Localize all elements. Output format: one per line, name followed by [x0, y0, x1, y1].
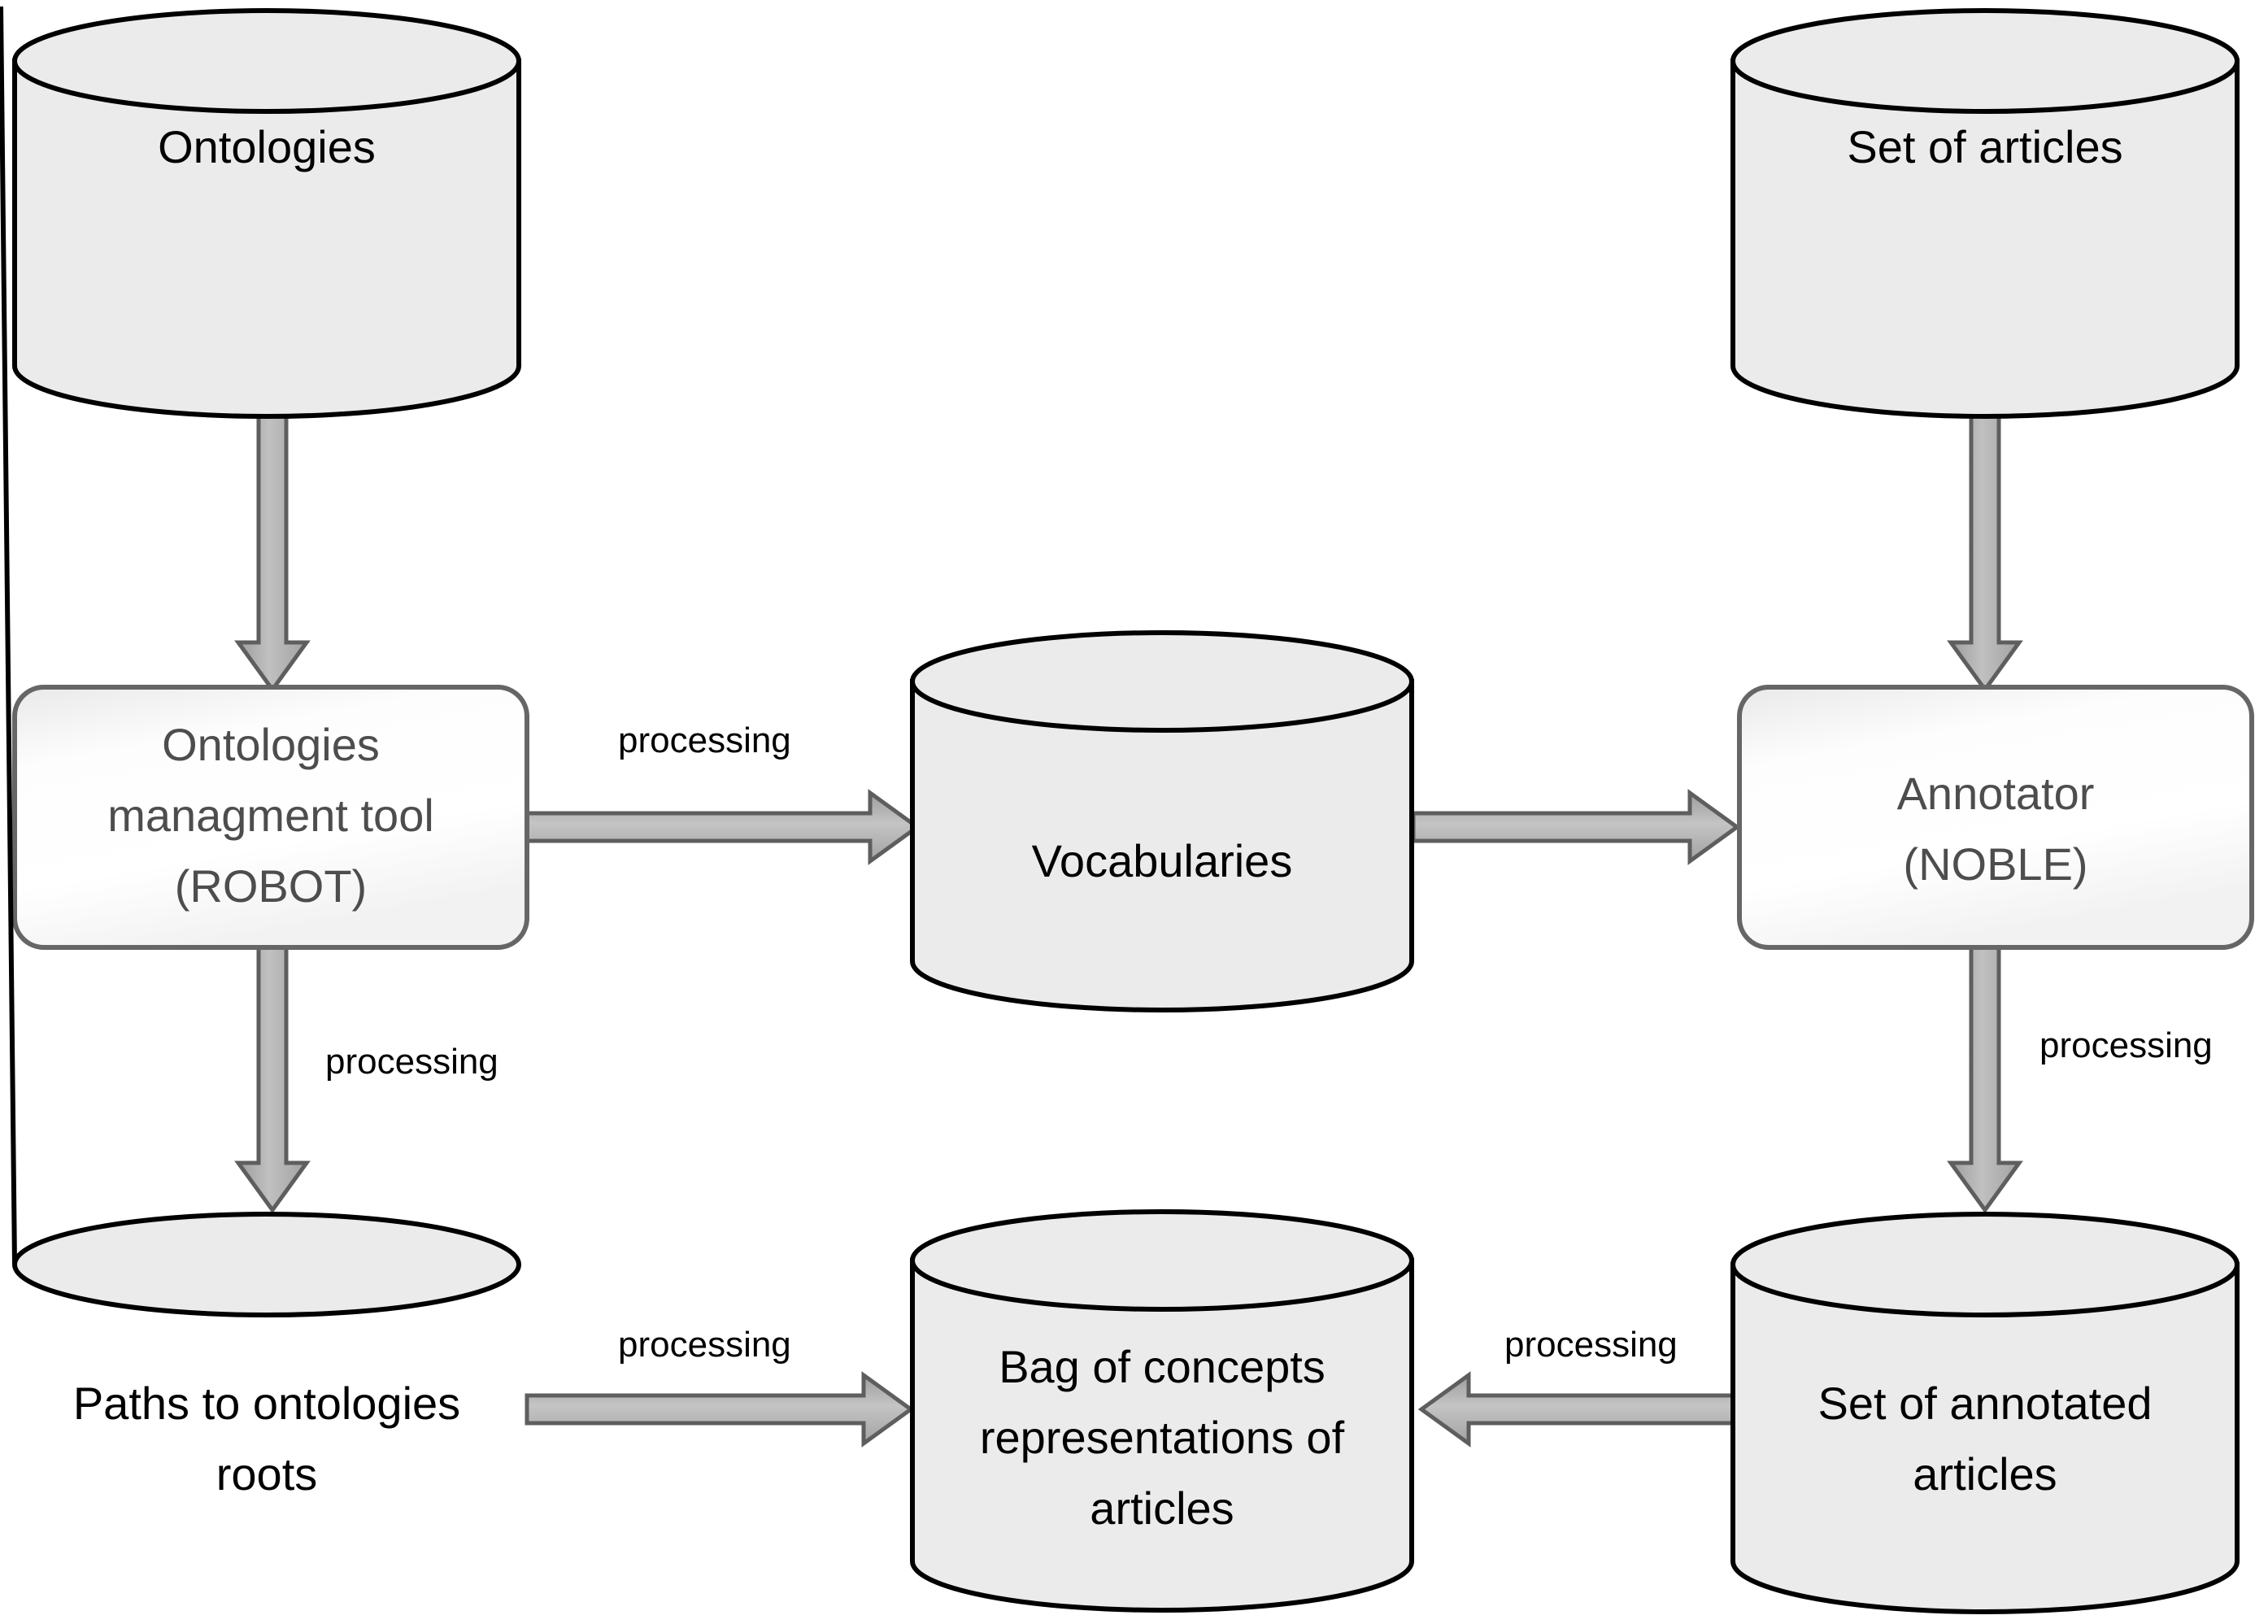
node-label-bag-line3: articles — [1090, 1482, 1234, 1534]
edge-label-paths-to-bag: processing — [618, 1325, 791, 1365]
node-annotator[interactable]: Annotator (NOBLE) — [1737, 685, 2254, 950]
node-label-robot-line2: managment tool — [107, 790, 434, 841]
node-ontologies[interactable]: Ontologies — [12, 8, 521, 419]
node-label-annotated-line2: articles — [1913, 1448, 2057, 1500]
edge-robot-to-vocabularies — [525, 789, 921, 865]
node-label-bag-line2: representations of — [980, 1412, 1345, 1463]
node-label-bag-line1: Bag of concepts — [999, 1341, 1326, 1392]
edge-label-annotator-to-annotated: processing — [2039, 1025, 2213, 1065]
node-label-ontologies: Ontologies — [158, 121, 376, 172]
node-label-paths-line2: roots — [216, 1448, 318, 1500]
node-annotated-articles[interactable]: Set of annotated articles — [1730, 1212, 2240, 1614]
edge-ontologies-to-robot — [234, 408, 311, 694]
node-label-set-of-articles: Set of articles — [1847, 121, 2122, 172]
node-label-paths-line1: Paths to ontologies — [73, 1378, 460, 1429]
node-paths-to-roots[interactable]: Paths to ontologies roots — [0, 6, 521, 1500]
edge-label-robot-to-paths: processing — [325, 1042, 498, 1082]
edge-vocabularies-to-annotator — [1411, 789, 1741, 865]
edge-articles-to-annotator — [1947, 408, 2023, 694]
node-vocabularies[interactable]: Vocabularies — [910, 630, 1414, 1012]
node-label-robot-line1: Ontologies — [162, 719, 380, 770]
edge-robot-to-paths — [234, 945, 311, 1214]
edge-label-robot-to-vocabularies: processing — [618, 721, 791, 760]
node-label-annotated-line1: Set of annotated — [1817, 1378, 2152, 1429]
node-set-of-articles[interactable]: Set of articles — [1730, 8, 2240, 419]
node-label-annotator-line1: Annotator — [1897, 768, 2095, 819]
edge-label-annotated-to-bag: processing — [1504, 1325, 1678, 1365]
node-label-vocabularies: Vocabularies — [1032, 835, 1293, 886]
node-label-robot-line3: (ROBOT) — [175, 860, 367, 912]
node-label-annotator-line2: (NOBLE) — [1903, 838, 2087, 890]
node-robot[interactable]: Ontologies managment tool (ROBOT) — [12, 685, 529, 950]
edge-annotator-to-annotated — [1947, 945, 2023, 1214]
edge-paths-to-bag — [525, 1371, 915, 1448]
edge-annotated-to-bag — [1417, 1371, 1739, 1448]
node-bag-of-concepts[interactable]: Bag of concepts representations of artic… — [910, 1209, 1414, 1613]
